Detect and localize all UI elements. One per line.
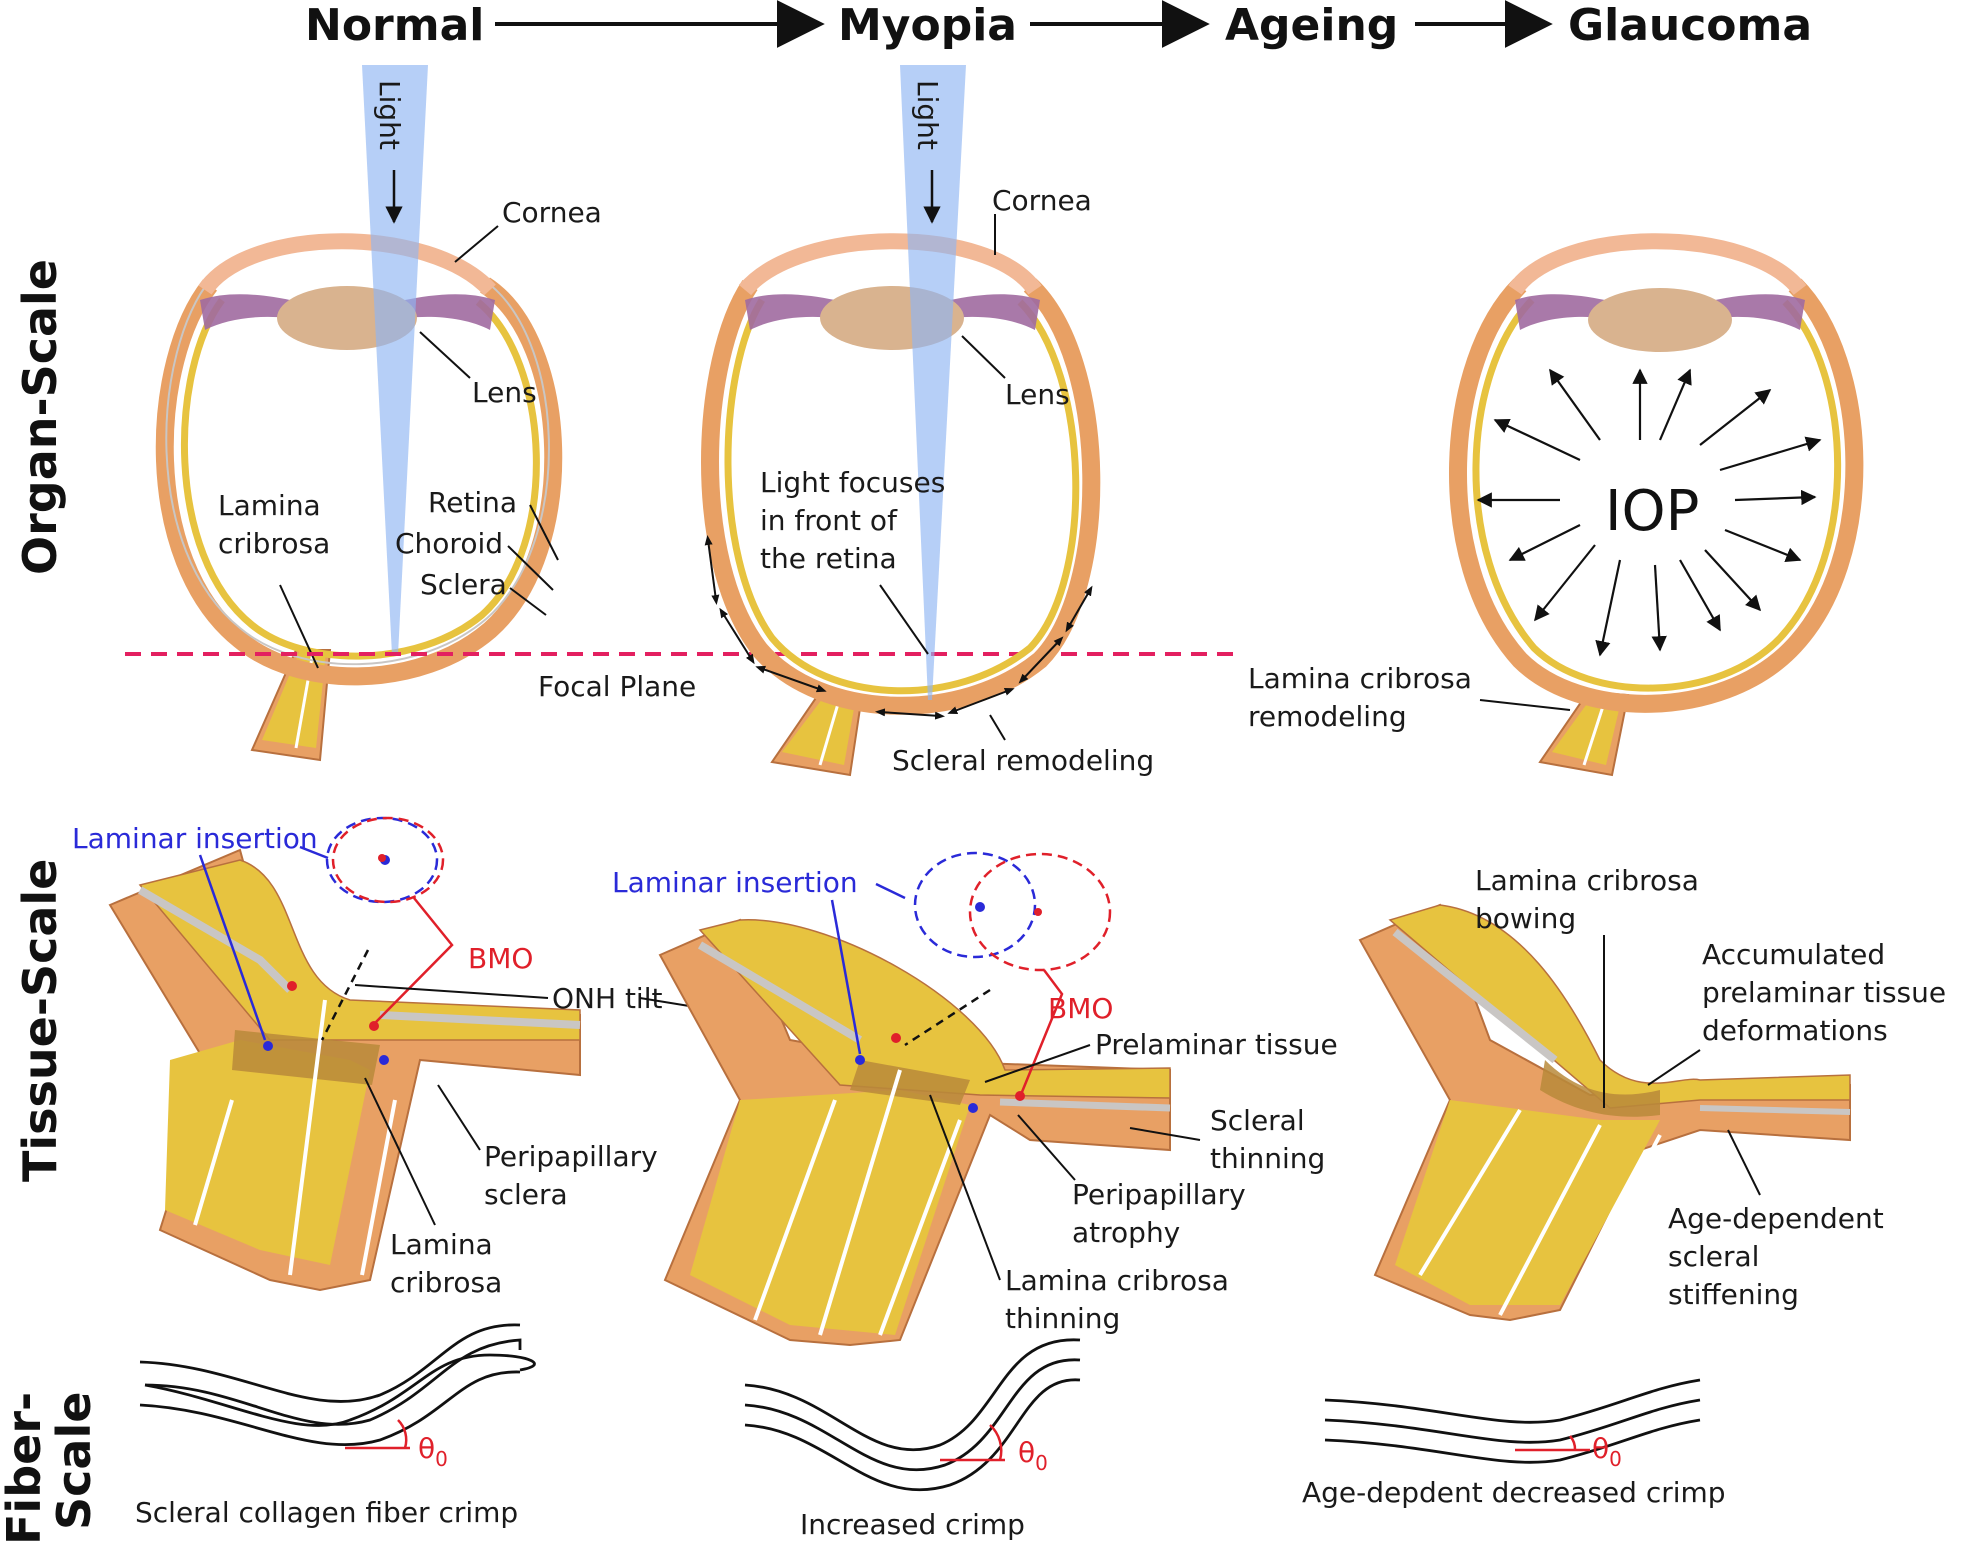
accum-label-3: deformations — [1702, 1014, 1888, 1047]
iop-arrows — [1476, 368, 1822, 657]
retina-top — [698, 919, 1171, 1099]
lamina-yellow — [690, 1090, 970, 1335]
light-beam — [362, 65, 428, 655]
lamina-remodel-label-2: remodeling — [1248, 700, 1407, 733]
theta-myopia: θ0 — [1018, 1436, 1048, 1475]
focal-plane-label: Focal Plane — [538, 670, 696, 703]
bmo-label: BMO — [1048, 992, 1113, 1025]
row-label-tissue: Tissue-Scale — [13, 859, 67, 1182]
fiber-glaucoma-label: Age-depdent decreased crimp — [1302, 1476, 1726, 1509]
iris — [200, 294, 290, 330]
tissue-glaucoma — [1358, 903, 1851, 1322]
bmo-circle — [331, 816, 445, 904]
light-label: Light — [373, 80, 406, 150]
fiber-glaucoma — [1324, 1378, 1701, 1464]
fiber-myopia-label: Increased crimp — [800, 1508, 1025, 1541]
theta-glaucoma: θ0 — [1592, 1432, 1622, 1471]
atrophy-label-2: atrophy — [1072, 1216, 1180, 1249]
light-label: Light — [911, 80, 944, 150]
theta-normal: θ0 — [418, 1432, 448, 1471]
choroid-label: Choroid — [395, 527, 503, 560]
laminar-circle — [325, 816, 439, 904]
peri-sclera-label-1: Peripapillary — [484, 1140, 658, 1173]
lamina-yellow — [165, 1040, 370, 1265]
lc-thinning-label-2: thinning — [1005, 1302, 1120, 1335]
focus-label-1: Light focuses — [760, 466, 945, 499]
lens-label: Lens — [472, 376, 537, 409]
eye-myopia: Light — [701, 65, 1101, 777]
stiffening-label-1: Age-dependent — [1668, 1202, 1884, 1235]
accum-label-2: prelaminar tissue — [1702, 976, 1946, 1009]
retina-label: Retina — [428, 486, 517, 519]
sclera-ring — [701, 278, 1101, 715]
sclera-ring — [155, 277, 563, 686]
scleral-thinning-label-1: Scleral — [1210, 1104, 1305, 1137]
focus-label-2: in front of — [760, 504, 898, 537]
stage-header: Normal Myopia Ageing Glaucoma — [305, 0, 1812, 51]
accum-label-1: Accumulated — [1702, 938, 1885, 971]
remodel-label: Scleral remodeling — [892, 744, 1154, 777]
lens — [1588, 288, 1732, 352]
tissue-normal — [108, 816, 581, 1292]
cornea — [738, 233, 1042, 296]
lamina-band — [850, 1060, 970, 1105]
retina-layer — [1472, 297, 1842, 692]
row-label-fiber-2: Scale — [47, 1392, 101, 1530]
cornea-label: Cornea — [992, 184, 1092, 217]
stage-normal: Normal — [305, 0, 484, 51]
cornea — [1508, 233, 1807, 296]
stage-glaucoma: Glaucoma — [1568, 0, 1812, 51]
iris — [745, 294, 835, 330]
choroid-band — [137, 886, 293, 993]
stiffening-label-3: stiffening — [1668, 1278, 1799, 1311]
retina-top — [1388, 904, 1851, 1109]
lamina-cribrosa-label-2: cribrosa — [390, 1266, 502, 1299]
choroid-band — [697, 941, 863, 1044]
lens-label: Lens — [1005, 378, 1070, 411]
stage-ageing: Ageing — [1225, 0, 1398, 51]
lamina-label-1: Lamina — [218, 489, 321, 522]
cornea-label: Cornea — [502, 196, 602, 229]
sclera-ring — [1449, 278, 1864, 713]
remodel-arrows — [704, 535, 1093, 720]
optic-nerve — [770, 690, 864, 777]
atrophy-label-1: Peripapillary — [1072, 1178, 1246, 1211]
prelaminar-label: Prelaminar tissue — [1095, 1028, 1338, 1061]
lamina-remodel-label-1: Lamina cribrosa — [1248, 662, 1472, 695]
retina-layer — [180, 297, 540, 660]
laminar-circle — [913, 851, 1037, 959]
lamina-label-2: cribrosa — [218, 527, 330, 560]
laminar-insertion-label: Laminar insertion — [72, 822, 318, 855]
stiffening-label-2: scleral — [1668, 1240, 1759, 1273]
cornea — [198, 233, 496, 296]
stage-myopia: Myopia — [838, 0, 1017, 51]
row-label-fiber-1: Fiber- — [0, 1392, 51, 1544]
lamina-cribrosa-label-1: Lamina — [390, 1228, 493, 1261]
lc-thinning-label-1: Lamina cribrosa — [1005, 1264, 1229, 1297]
row-label-organ: Organ-Scale — [13, 259, 67, 575]
bmo-circle — [968, 852, 1112, 972]
peri-sclera-label-2: sclera — [484, 1178, 568, 1211]
iris — [1515, 294, 1605, 330]
iop-label: IOP — [1605, 479, 1699, 544]
retina-layer — [724, 298, 1080, 695]
lc-bowing-label-2: bowing — [1475, 902, 1576, 935]
laminar-insertion-label: Laminar insertion — [612, 866, 858, 899]
choroid-band — [1392, 928, 1558, 1064]
fiber-normal — [139, 1323, 536, 1450]
focus-label-3: the retina — [760, 542, 897, 575]
fiber-myopia — [744, 1338, 1081, 1492]
light-beam — [900, 65, 966, 700]
lamina-band — [1540, 1060, 1660, 1117]
lamina-yellow — [1395, 1100, 1660, 1305]
sclera-label: Sclera — [420, 568, 507, 601]
eye-glaucoma: IOP — [1449, 233, 1864, 777]
tissue-myopia — [658, 851, 1171, 1347]
fiber-normal-label: Scleral collagen fiber crimp — [135, 1496, 518, 1529]
scleral-thinning-label-2: thinning — [1210, 1142, 1325, 1175]
bmo-label: BMO — [468, 942, 533, 975]
lc-bowing-label-1: Lamina cribrosa — [1475, 864, 1699, 897]
